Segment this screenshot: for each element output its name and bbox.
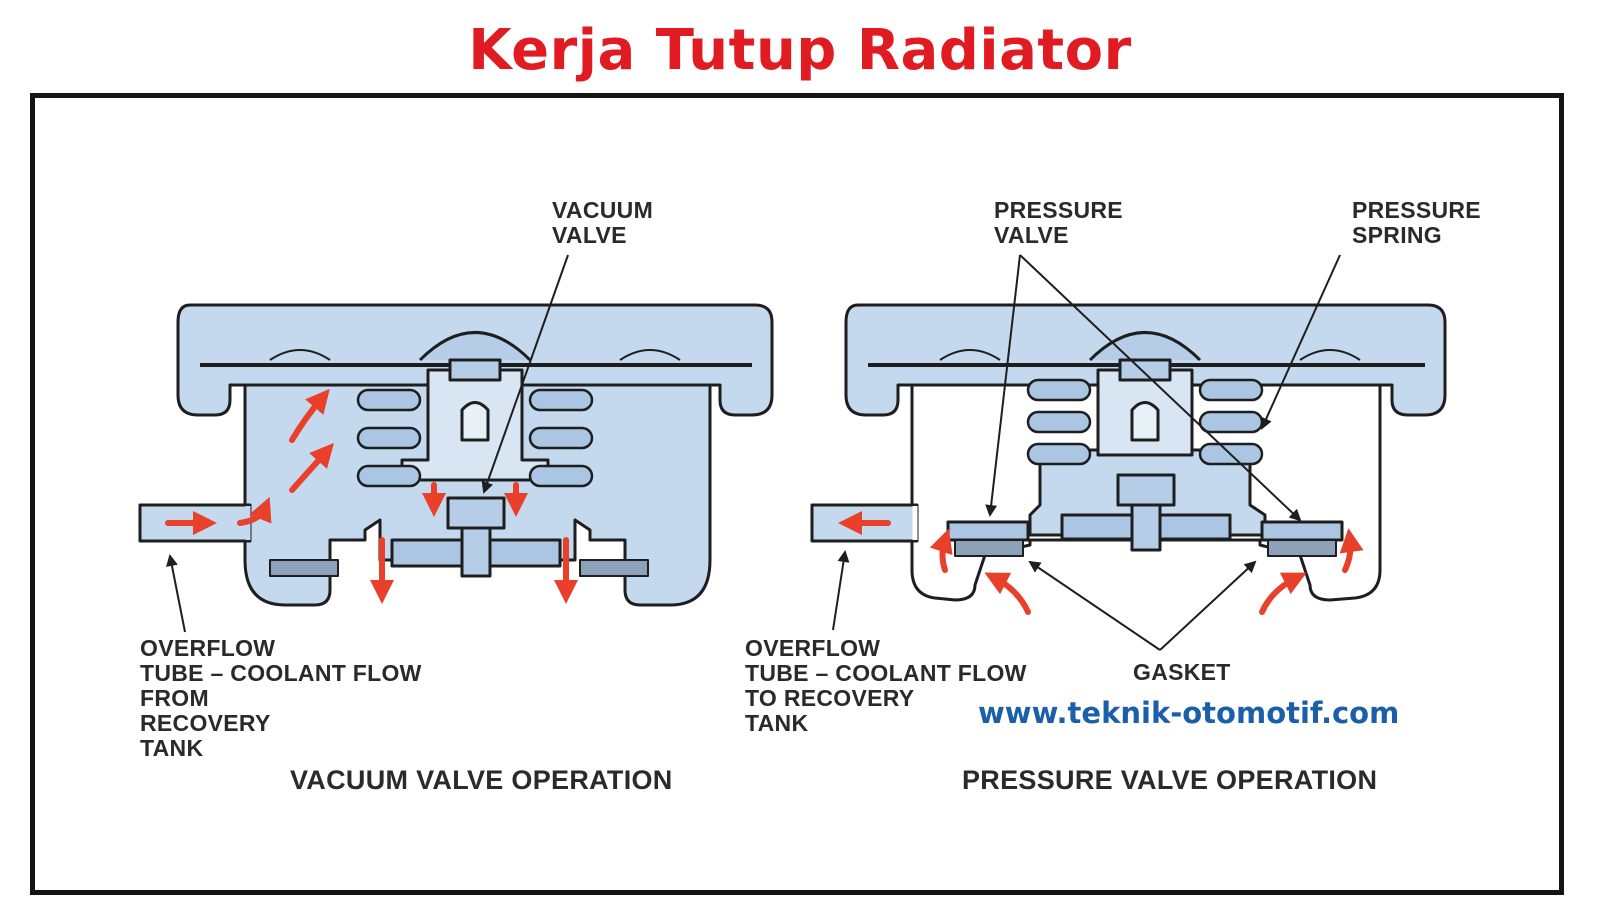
left-overflow-label: OVERFLOW TUBE – COOLANT FLOW FROM RECOVE… [140, 635, 422, 761]
right-overflow-leader [832, 550, 850, 631]
right-flow-arrows [838, 511, 1364, 615]
pressure-valve-cap [810, 303, 1447, 602]
gasket-leader-2 [1159, 560, 1257, 651]
gasket-leader-1 [1028, 560, 1161, 651]
left-caption: VACUUM VALVE OPERATION [290, 765, 673, 795]
pressure-spring-label: PRESSURE SPRING [1352, 197, 1481, 248]
right-overflow-label: OVERFLOW TUBE – COOLANT FLOW TO RECOVERY… [745, 635, 1027, 736]
pressure-valve-label: PRESSURE VALVE [994, 197, 1123, 248]
left-overflow-leader [166, 554, 186, 633]
page-title: Kerja Tutup Radiator [468, 18, 1132, 83]
right-caption: PRESSURE VALVE OPERATION [962, 765, 1378, 795]
vacuum-valve-cap [138, 303, 774, 607]
pressure-spring-leader [1260, 254, 1341, 430]
pressure-valve-leader-1 [985, 254, 1021, 517]
vacuum-valve-label: VACUUM VALVE [552, 197, 654, 248]
website-watermark: www.teknik-otomotif.com [978, 696, 1400, 730]
gasket-label: GASKET [1133, 659, 1231, 685]
pressure-valve-leader-2 [1019, 254, 1302, 522]
vacuum-valve-leader [481, 254, 569, 494]
left-flow-arrows [165, 388, 578, 604]
